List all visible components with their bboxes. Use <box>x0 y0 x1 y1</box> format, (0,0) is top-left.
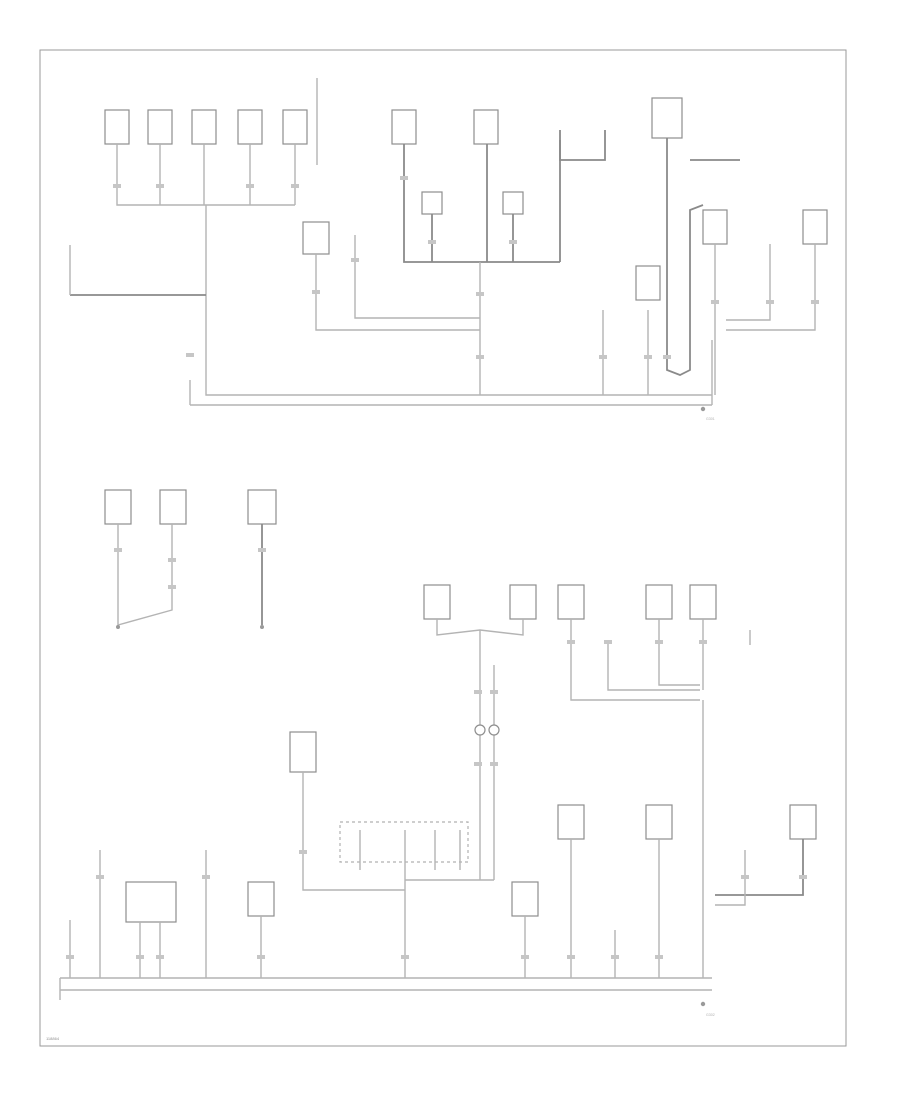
module-lower-left-large <box>125 881 177 923</box>
module-center-left <box>302 221 330 255</box>
module-mid-left-3 <box>247 489 277 525</box>
sensor-bank-top-left <box>104 78 318 380</box>
module-right-3 <box>802 209 828 245</box>
module-right-2 <box>702 209 728 245</box>
module-low-4 <box>645 584 673 620</box>
ground-bus-top <box>189 380 712 406</box>
low-module-wires <box>570 619 751 701</box>
sensor-center-a <box>421 191 443 215</box>
sensor-center-b <box>502 191 524 215</box>
lower-circuit-section: G302 <box>59 584 817 1017</box>
module-center-1 <box>391 109 417 145</box>
module-low-3 <box>557 584 585 620</box>
fuse-block-outline <box>339 821 469 863</box>
middle-left-section <box>104 489 277 629</box>
module-mid-left-2 <box>159 489 187 525</box>
right-cluster-wires <box>714 244 816 395</box>
right-center-drops <box>602 310 649 395</box>
ground-point-bottom-label: G302 <box>706 1013 715 1017</box>
ground-bus-bottom <box>59 977 712 1000</box>
module-lower-center <box>289 731 317 773</box>
lower-right-feed <box>715 839 804 896</box>
connector-pins-bottom <box>66 640 807 959</box>
sensor-3 <box>191 109 217 145</box>
figure-number: 118864 <box>46 1036 60 1041</box>
lower-right-wires <box>524 839 660 978</box>
module-low-2 <box>509 584 537 620</box>
inline-wires <box>479 630 495 880</box>
sensor-5 <box>282 109 308 145</box>
ground-point-top <box>700 406 706 412</box>
ground-point-bottom <box>700 1001 706 1007</box>
module-lower-left-small <box>247 881 275 917</box>
module-center-2 <box>473 109 499 145</box>
sensor-1 <box>104 109 130 145</box>
module-lower-right-1 <box>511 881 539 917</box>
ground-point-top-label: G301 <box>706 417 715 421</box>
diagram-frame <box>39 49 847 1047</box>
module-mid-left-1 <box>104 489 132 525</box>
module-low-5 <box>689 584 717 620</box>
top-circuit-section: G301 <box>69 78 828 421</box>
connector-pins-top <box>113 176 819 359</box>
mid-left-wires-a <box>117 524 173 626</box>
ground-point-mid-left-b <box>260 625 264 629</box>
sensor-2 <box>147 109 173 145</box>
module-right-center <box>635 265 661 301</box>
module-right-1 <box>651 97 683 139</box>
sensor-bank-wires <box>116 144 296 206</box>
module-lower-right-4 <box>789 804 817 840</box>
lower-left-wires <box>69 850 262 978</box>
module-low-1 <box>423 584 451 620</box>
lower-center-wires <box>302 772 461 978</box>
sensor-4 <box>237 109 263 145</box>
right-harness-wires <box>666 138 740 376</box>
module-lower-right-2 <box>557 804 585 840</box>
inline-connector-stack <box>474 630 500 880</box>
inline-connector-b <box>488 724 500 736</box>
lower-right-feed-b <box>715 850 746 906</box>
center-left-wires <box>315 235 480 331</box>
inline-connector-a <box>474 724 486 736</box>
center-loop-wire <box>559 130 606 161</box>
center-harness-wires <box>403 140 561 263</box>
lower-module-row <box>423 584 751 978</box>
ground-point-mid-left-a <box>116 625 120 629</box>
module-lower-right-3 <box>645 804 673 840</box>
